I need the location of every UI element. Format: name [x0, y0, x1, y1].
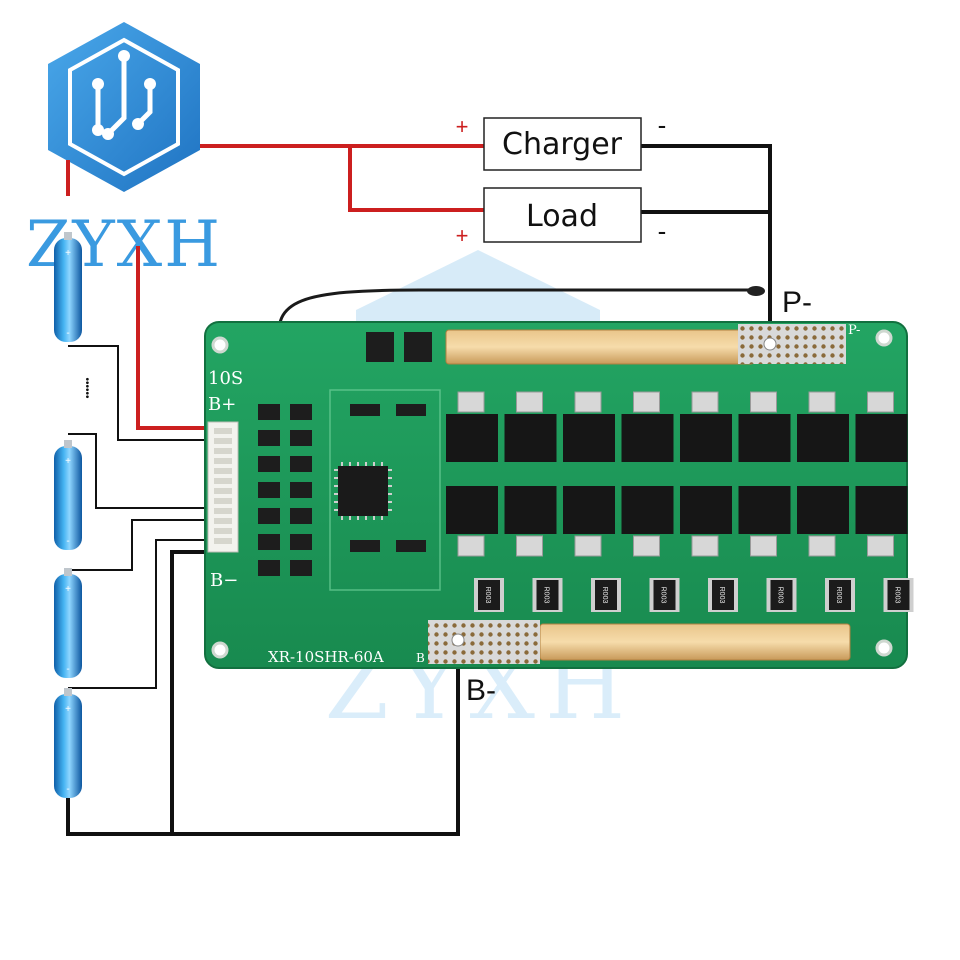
resistor-code: R003 [660, 587, 667, 604]
mosfet [738, 486, 791, 557]
board-b-label: B [416, 651, 425, 665]
svg-text:-: - [66, 328, 69, 339]
mosfet [446, 391, 498, 462]
shunt-resistor: R003 [825, 578, 855, 612]
board-model: XR-10SHR-60A [268, 648, 384, 666]
series-label: 10S [208, 368, 243, 389]
resistor-code: R003 [835, 587, 842, 604]
shunt-resistor: R003 [649, 578, 680, 612]
charger-plus: + [456, 114, 469, 139]
resistor-code: R003 [718, 587, 725, 604]
battery-cell: + - [54, 232, 82, 342]
mosfet [680, 391, 732, 462]
svg-text:-: - [66, 784, 69, 795]
svg-text:+: + [65, 456, 71, 467]
mosfet-array [446, 391, 908, 557]
mosfet [563, 391, 615, 462]
positive-wires [66, 144, 484, 430]
mosfet [621, 391, 674, 462]
shunt-resistor: R003 [474, 578, 504, 612]
mosfet [855, 391, 908, 462]
battery-ellipsis: •••••• [81, 377, 92, 399]
mosfet [855, 486, 908, 557]
load-label: Load [526, 199, 598, 234]
load-plus: + [456, 223, 469, 248]
svg-text:+: + [65, 584, 71, 595]
b-plus-label: B+ [208, 394, 236, 415]
charger-label: Charger [502, 127, 623, 162]
mosfet [738, 391, 791, 462]
mosfet [563, 486, 615, 557]
resistor-code: R003 [894, 587, 901, 604]
mosfet [446, 486, 498, 557]
svg-text:-: - [66, 536, 69, 547]
b-minus-terminal: B- [466, 674, 496, 707]
mcu-chip [334, 462, 392, 520]
mosfet [504, 486, 557, 557]
b-bus-bar [539, 623, 851, 661]
p-bus-bar [445, 329, 755, 365]
balance-connector [207, 421, 239, 553]
resistor-code: R003 [777, 587, 784, 604]
p-minus-pad [738, 324, 846, 364]
board-p-label: P- [848, 323, 860, 338]
mosfet [621, 486, 674, 557]
balance-wires [68, 345, 210, 689]
shunt-resistor: R003 [532, 578, 563, 612]
svg-text:-: - [66, 664, 69, 675]
battery-cell: + - [54, 688, 82, 798]
shunt-resistor: R003 [883, 578, 914, 612]
load-box: Load [483, 187, 642, 243]
resistor-code: R003 [601, 587, 608, 604]
mosfet [680, 486, 732, 557]
resistor-code: R003 [484, 587, 491, 604]
brand-logo: ZYXH [26, 22, 220, 282]
p-minus-terminal: P- [782, 286, 812, 319]
negative-wires [66, 144, 772, 836]
charger-minus: - [658, 110, 667, 140]
protection-ics [258, 332, 432, 576]
battery-cell: + - [54, 568, 82, 678]
charger-box: Charger [483, 117, 642, 171]
shunt-resistor: R003 [591, 578, 621, 612]
mosfet [504, 391, 557, 462]
b-minus-board-label: B− [210, 570, 238, 591]
shunt-resistor: R003 [708, 578, 738, 612]
svg-text:+: + [65, 704, 71, 715]
shunt-resistor: R003 [766, 578, 797, 612]
battery-cell: + - [54, 440, 82, 550]
mosfet [797, 486, 849, 557]
svg-text:+: + [65, 248, 71, 259]
shunt-resistor-array: R003 R003 R003 R003 R003 R003 R003 R003 [474, 578, 914, 612]
mosfet [797, 391, 849, 462]
load-minus: - [658, 216, 667, 246]
b-minus-pad [428, 620, 540, 664]
resistor-code: R003 [543, 587, 550, 604]
